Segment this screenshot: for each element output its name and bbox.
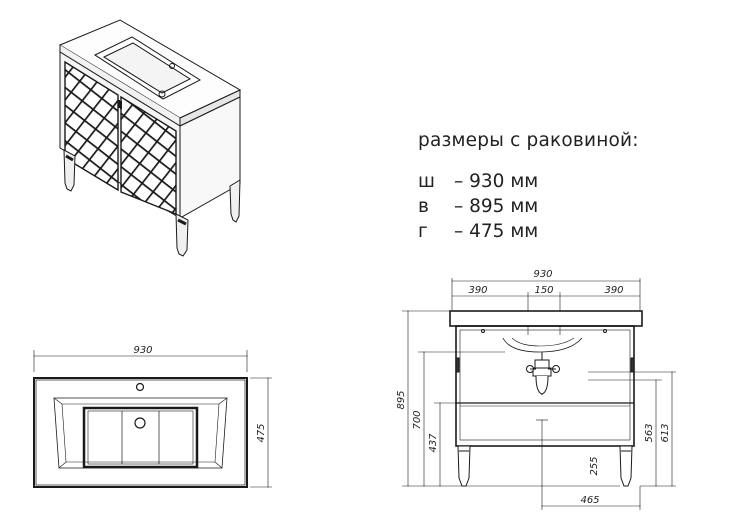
top-view-width-label: 930 [133, 345, 152, 356]
spec-value: – 475 мм [454, 221, 539, 242]
front-height-437-label: 437 [428, 433, 439, 453]
front-right-section-label: 390 [604, 285, 623, 296]
top-view-depth-label: 475 [256, 423, 267, 442]
front-left-section-label: 390 [468, 285, 487, 296]
dimensions-spec: размеры с раковиной: ш – 930 мм в – 895 … [418, 130, 718, 246]
spec-value: – 930 мм [454, 171, 539, 192]
spec-key: ш [418, 171, 435, 192]
spec-value: – 895 мм [454, 196, 539, 217]
front-overall-width-label: 930 [533, 269, 552, 280]
spec-title: размеры с раковиной: [418, 130, 639, 151]
front-height-563-label: 563 [644, 423, 655, 442]
spec-row-width: ш – 930 мм [418, 171, 718, 196]
front-total-height-label: 895 [396, 390, 407, 409]
front-height-613-label: 613 [660, 423, 671, 442]
front-center-section-label: 150 [534, 285, 553, 296]
isometric-vanity [58, 19, 242, 257]
front-height-700-label: 700 [412, 410, 423, 429]
spec-row-depth: г – 475 мм [418, 221, 718, 246]
spec-key: г [418, 221, 428, 242]
top-view [33, 350, 272, 488]
front-view [402, 278, 676, 510]
front-height-255-label: 255 [589, 456, 600, 475]
spec-key: в [418, 196, 429, 217]
front-depth-465-label: 465 [580, 495, 599, 506]
spec-row-height: в – 895 мм [418, 196, 718, 221]
